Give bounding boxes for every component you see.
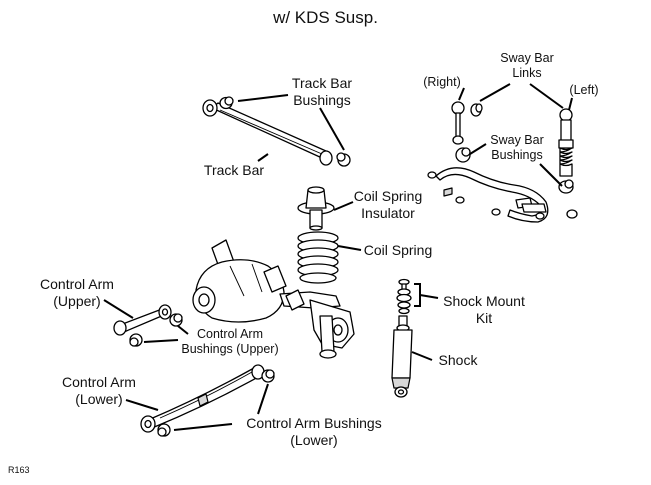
leader-right: [458, 87, 465, 101]
label-right: (Right): [423, 75, 461, 89]
track-bar-bushings: [219, 96, 351, 167]
leader-shock: [411, 351, 433, 361]
shock-mount-kit: [396, 278, 412, 315]
coil-spring: [297, 231, 339, 284]
leader-sway-bar-bushings-b: [539, 163, 563, 187]
leader-coil-spring: [337, 245, 362, 251]
label-control-arm-lower: Control Arm (Lower): [62, 374, 136, 407]
sway-bar-link-left: [558, 108, 578, 219]
leader-track-bar-bushings-b: [319, 107, 345, 151]
label-shock-mount-kit: Shock Mount Kit: [443, 293, 525, 326]
label-coil-spring: Coil Spring: [363, 242, 433, 258]
coil-spring-insulator: [297, 186, 335, 231]
control-arm-lower: [140, 364, 265, 433]
sway-bar-link-right: [451, 101, 483, 145]
leader-shock-mount-kit: [419, 294, 439, 299]
label-shock: Shock: [438, 352, 478, 368]
rear-axle: [192, 239, 355, 359]
leader-shock-mount-kit-bracket: [414, 283, 421, 307]
leader-control-arm-bushings-upper-b: [143, 339, 179, 343]
label-control-arm-bushings-lower: Control Arm Bushings (Lower): [246, 415, 382, 448]
shock: [391, 315, 413, 398]
leader-sway-bar-links-a: [479, 83, 511, 102]
leader-control-arm-bushings-lower-a: [173, 423, 233, 431]
label-track-bar-bushings: Track Bar Bushings: [291, 75, 353, 108]
leader-track-bar-bushings-a: [237, 94, 289, 102]
leader-track-bar: [257, 153, 269, 162]
label-track-bar: Track Bar: [203, 162, 265, 178]
label-sway-bar-bushings: Sway Bar Bushings: [490, 133, 544, 162]
leader-left: [568, 97, 573, 111]
label-control-arm-bushings-upper: Control Arm Bushings (Upper): [181, 327, 279, 356]
control-arm-bushings-lower: [157, 369, 275, 437]
leader-sway-bar-bushings-a: [469, 143, 487, 155]
label-left: (Left): [569, 83, 599, 97]
leader-sway-bar-links-b: [529, 83, 564, 109]
control-arm-upper: [113, 304, 172, 336]
leader-coil-spring-insulator: [333, 201, 354, 211]
label-sway-bar-links: Sway Bar Links: [500, 51, 554, 80]
leader-control-arm-bushings-lower-b: [257, 383, 269, 415]
control-arm-bushings-upper: [129, 313, 183, 347]
figure-code: R163: [8, 465, 30, 475]
leader-control-arm-lower: [125, 399, 159, 411]
leader-control-arm-upper: [103, 299, 134, 319]
track-bar: [202, 99, 333, 166]
leader-control-arm-bushings-upper-a: [177, 325, 189, 335]
diagram-title: w/ KDS Susp.: [273, 8, 378, 27]
sway-bar: [427, 147, 549, 223]
label-control-arm-upper: Control Arm (Upper): [40, 276, 114, 309]
label-coil-spring-insulator: Coil Spring Insulator: [353, 188, 423, 221]
